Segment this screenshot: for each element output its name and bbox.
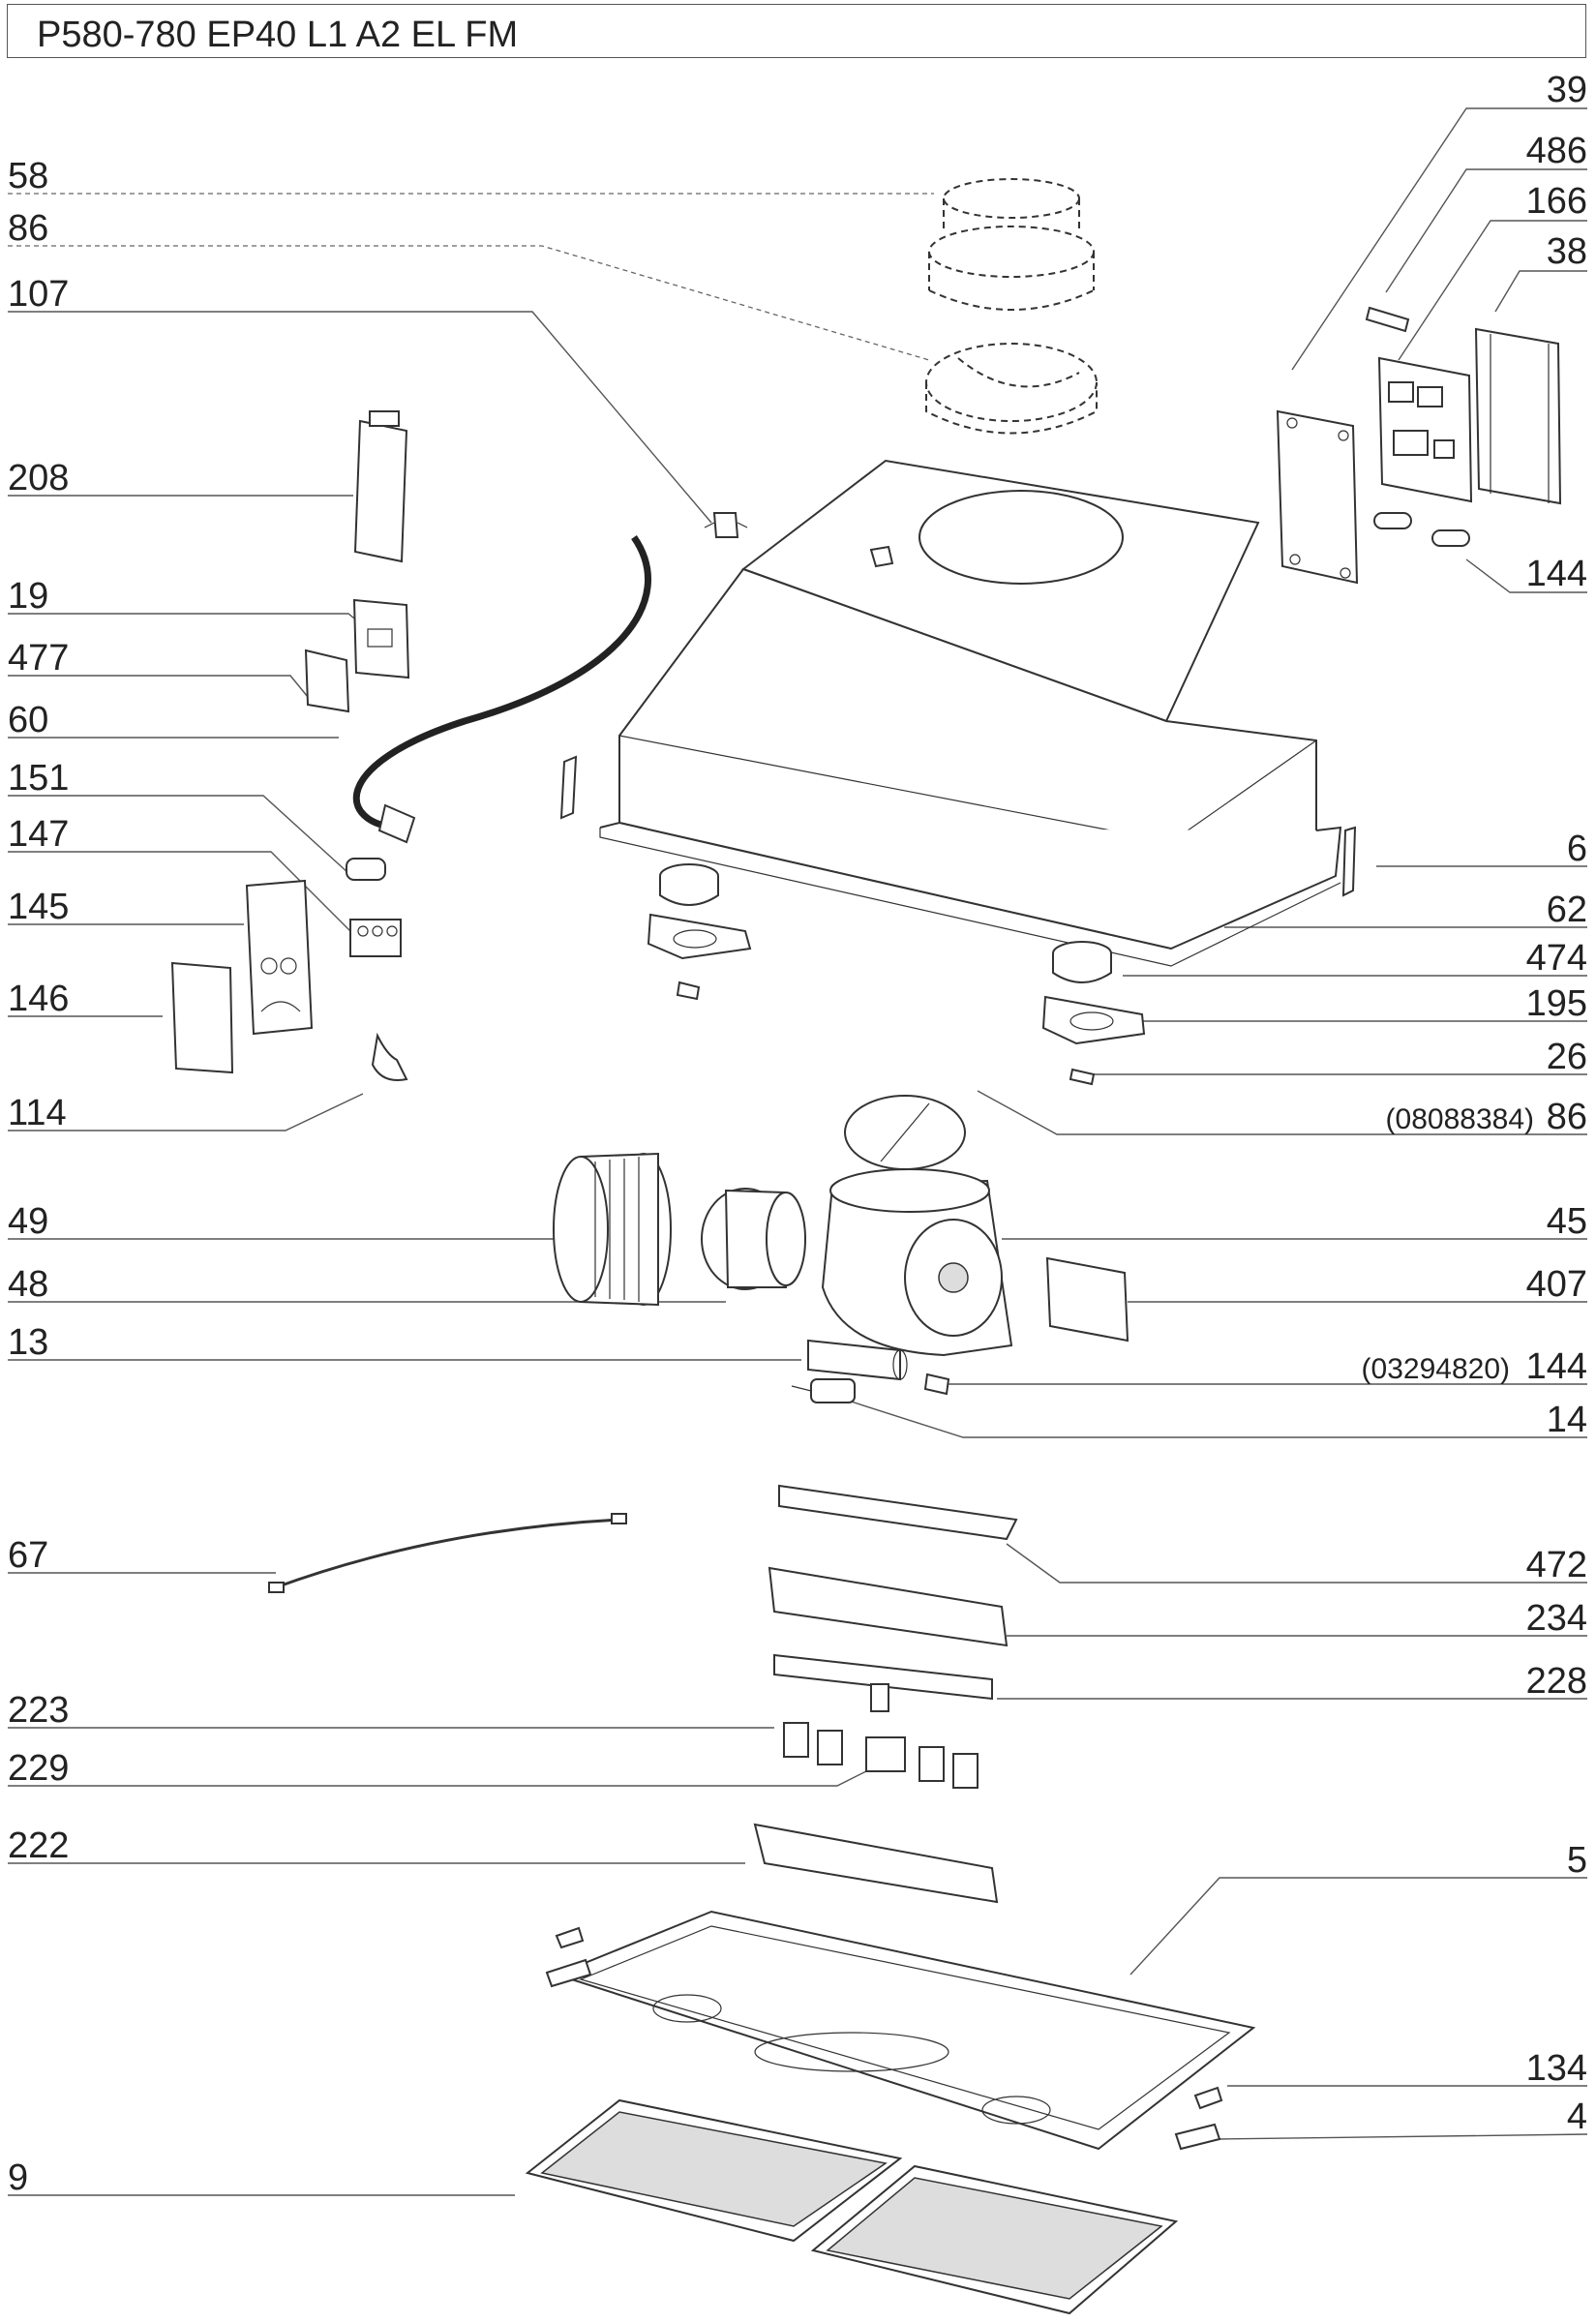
- cover-477: [304, 649, 350, 713]
- bracket-234: [768, 1566, 1009, 1647]
- connector-151: [346, 858, 386, 881]
- clip-144b: [923, 1373, 950, 1396]
- label-86: 86: [8, 208, 48, 249]
- frame-5: [554, 1910, 1256, 2151]
- label-486: 486: [1526, 131, 1587, 171]
- label-134: 134: [1526, 2048, 1587, 2089]
- label-86b-code: (08088384): [1386, 1103, 1534, 1135]
- knob-229: [865, 1736, 906, 1772]
- clip-114: [371, 1032, 408, 1081]
- label-58: 58: [8, 156, 48, 196]
- label-60: 60: [8, 700, 48, 740]
- title-box: P580-780 EP40 L1 A2 EL FM: [7, 4, 1586, 58]
- label-166: 166: [1526, 181, 1587, 222]
- transformer-208: [353, 410, 408, 563]
- callout-labels: 39 486 166 38 144 58 86 107 208 19 477 6…: [8, 70, 1587, 2198]
- diagram-title: P580-780 EP40 L1 A2 EL FM: [37, 15, 519, 55]
- backflow-flap-86: [925, 343, 1098, 435]
- label-407: 407: [1526, 1264, 1587, 1305]
- label-477: 477: [8, 638, 69, 679]
- label-223: 223: [8, 1690, 69, 1731]
- panel-222: [753, 1823, 999, 1904]
- label-19: 19: [8, 576, 48, 617]
- label-38: 38: [1547, 231, 1587, 272]
- clip-107: [704, 512, 748, 538]
- label-474: 474: [1526, 938, 1587, 979]
- label-26: 26: [1547, 1037, 1587, 1077]
- blower-housing-45: [821, 1168, 1013, 1357]
- label-49: 49: [8, 1201, 48, 1242]
- label-145: 145: [8, 887, 69, 927]
- grease-filter-9: [525, 2098, 1179, 2315]
- bracket-6: [559, 755, 1357, 897]
- label-472: 472: [1526, 1545, 1587, 1585]
- label-62: 62: [1547, 890, 1587, 930]
- label-222: 222: [8, 1825, 69, 1866]
- label-114: 114: [8, 1093, 67, 1133]
- capacitor-13: [807, 1339, 908, 1381]
- label-4: 4: [1567, 2097, 1587, 2137]
- label-48: 48: [8, 1264, 48, 1305]
- label-147: 147: [8, 814, 69, 855]
- label-39: 39: [1547, 70, 1587, 110]
- switch-cover-146: [170, 961, 234, 1074]
- bracket-plate-407: [1045, 1256, 1129, 1343]
- fuse-486: [1365, 306, 1410, 333]
- label-67: 67: [8, 1535, 48, 1576]
- label-107: 107: [8, 274, 69, 315]
- label-86b: 86: [1547, 1097, 1587, 1137]
- control-box-38: [1474, 327, 1562, 505]
- hood-body-62: [599, 459, 1342, 967]
- connector-14: [791, 1378, 856, 1403]
- wire-67: [268, 1513, 627, 1593]
- label-208: 208: [8, 458, 69, 498]
- clips-134-4: [545, 1926, 1223, 2151]
- flap-disk-86: [844, 1095, 966, 1170]
- label-9: 9: [8, 2157, 28, 2198]
- duct-collar-58: [928, 178, 1095, 311]
- label-146: 146: [8, 979, 69, 1019]
- label-144b: 144: [1526, 1346, 1587, 1387]
- label-6: 6: [1567, 829, 1587, 869]
- label-195: 195: [1526, 983, 1587, 1024]
- bar-228: [773, 1653, 993, 1712]
- terminal-block-147: [349, 919, 402, 957]
- label-45: 45: [1547, 1201, 1587, 1242]
- rail-472: [778, 1484, 1018, 1541]
- bulb-26: [676, 980, 1096, 1086]
- label-229: 229: [8, 1748, 69, 1789]
- label-144b-code: (03294820): [1362, 1353, 1510, 1385]
- lamp-holder-474: [659, 863, 1112, 983]
- fan-wheel-49: [553, 1152, 672, 1307]
- motor-48: [701, 1188, 806, 1290]
- power-cable-60: [352, 535, 651, 844]
- label-13: 13: [8, 1322, 48, 1363]
- leader-lines: [8, 107, 1588, 2196]
- button-pad-144: [1373, 512, 1470, 547]
- bracket-19: [352, 598, 410, 679]
- switch-145: [245, 879, 314, 1036]
- label-144: 144: [1526, 554, 1587, 594]
- circuit-board-166: [1377, 356, 1473, 503]
- label-151: 151: [8, 758, 69, 799]
- cover-plate-39: [1276, 409, 1359, 585]
- label-5: 5: [1567, 1840, 1587, 1881]
- label-228: 228: [1526, 1661, 1587, 1702]
- lamp-bracket-195: [647, 913, 1146, 1045]
- label-234: 234: [1526, 1598, 1587, 1639]
- knobs-223: [783, 1722, 979, 1789]
- label-14: 14: [1547, 1400, 1587, 1440]
